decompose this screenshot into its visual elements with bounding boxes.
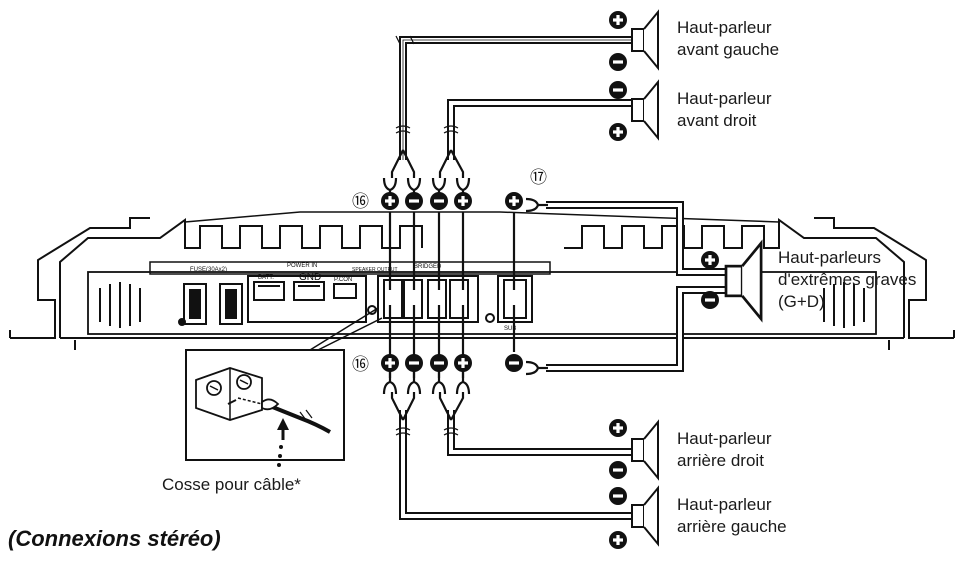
bridged-label: BRIDGED [414,264,442,270]
cable-rear-right [438,392,640,456]
plus-circle-icon [381,192,399,210]
speaker-icon [631,421,659,479]
label-line: Haut-parleur [677,89,772,108]
label-rear-right: Haut-parleur arrière droit [677,428,772,472]
sub-label: SUB [504,326,516,332]
minus-circle-icon [609,53,627,71]
minus-circle-icon [609,81,627,99]
cable-front-right [438,99,640,178]
minus-circle-icon [430,354,448,372]
minus-circle-icon [609,487,627,505]
terminal-arrow [277,418,289,467]
plus-circle-icon [609,123,627,141]
cable-subwoofer [546,201,730,372]
label-line: avant droit [677,111,757,130]
minus-circle-icon [405,192,423,210]
label-line: Haut-parleur [677,429,772,448]
plus-circle-icon [454,354,472,372]
cable-rear-left [390,392,640,520]
fuse-label: FUSE(30Ax2) [190,267,227,273]
cable-front-left [390,35,640,178]
cable-break-marks [395,125,459,436]
plus-circle-icon [609,531,627,549]
label-line: arrière droit [677,451,764,470]
speaker-icon [631,81,659,139]
speaker-icon [724,241,763,321]
label-front-right: Haut-parleur avant droit [677,88,772,132]
label-line: Haut-parleur [677,18,772,37]
minus-circle-icon [701,291,719,309]
label-line: avant gauche [677,40,780,59]
plus-circle-icon [505,192,523,210]
terminal-stubs [388,212,516,378]
plus-circle-icon [609,11,627,29]
terminal-detail-inset [185,307,383,461]
label-line: d'extrêmes graves [778,270,917,289]
plus-circle-icon [381,354,399,372]
label-line: arrière gauche [677,517,787,536]
power-in-label: POWER IN [287,263,317,269]
amplifier [9,211,955,350]
label-line: (G+D) [778,292,825,311]
speaker-icon [631,11,659,69]
gnd-label: GND [299,272,321,283]
plus-circle-icon [454,192,472,210]
label-rear-left: Haut-parleur arrière gauche [677,494,787,538]
marker-17: ⑰ [530,168,547,187]
label-subwoofer: Haut-parleurs d'extrêmes graves (G+D) [778,247,916,313]
label-line: Haut-parleurs [778,248,881,267]
speaker-icon [631,487,659,545]
marker-16-bottom: ⑯ [352,355,369,374]
label-line: Haut-parleur [677,495,772,514]
batt-label: BATT. [258,275,274,281]
minus-circle-icon [430,192,448,210]
minus-circle-icon [505,354,523,372]
minus-circle-icon [405,354,423,372]
plus-circle-icon [701,251,719,269]
diagram-caption: (Connexions stéréo) [8,526,221,551]
minus-circle-icon [609,461,627,479]
label-front-left: Haut-parleur avant gauche [677,17,779,61]
marker-16-top: ⑯ [352,192,369,211]
label-terminal: Cosse pour câble* [162,475,301,494]
pcon-label: P.CON [334,277,352,283]
speaker-output-label: SPEAKER OUTPUT [352,267,398,273]
plus-circle-icon [609,419,627,437]
